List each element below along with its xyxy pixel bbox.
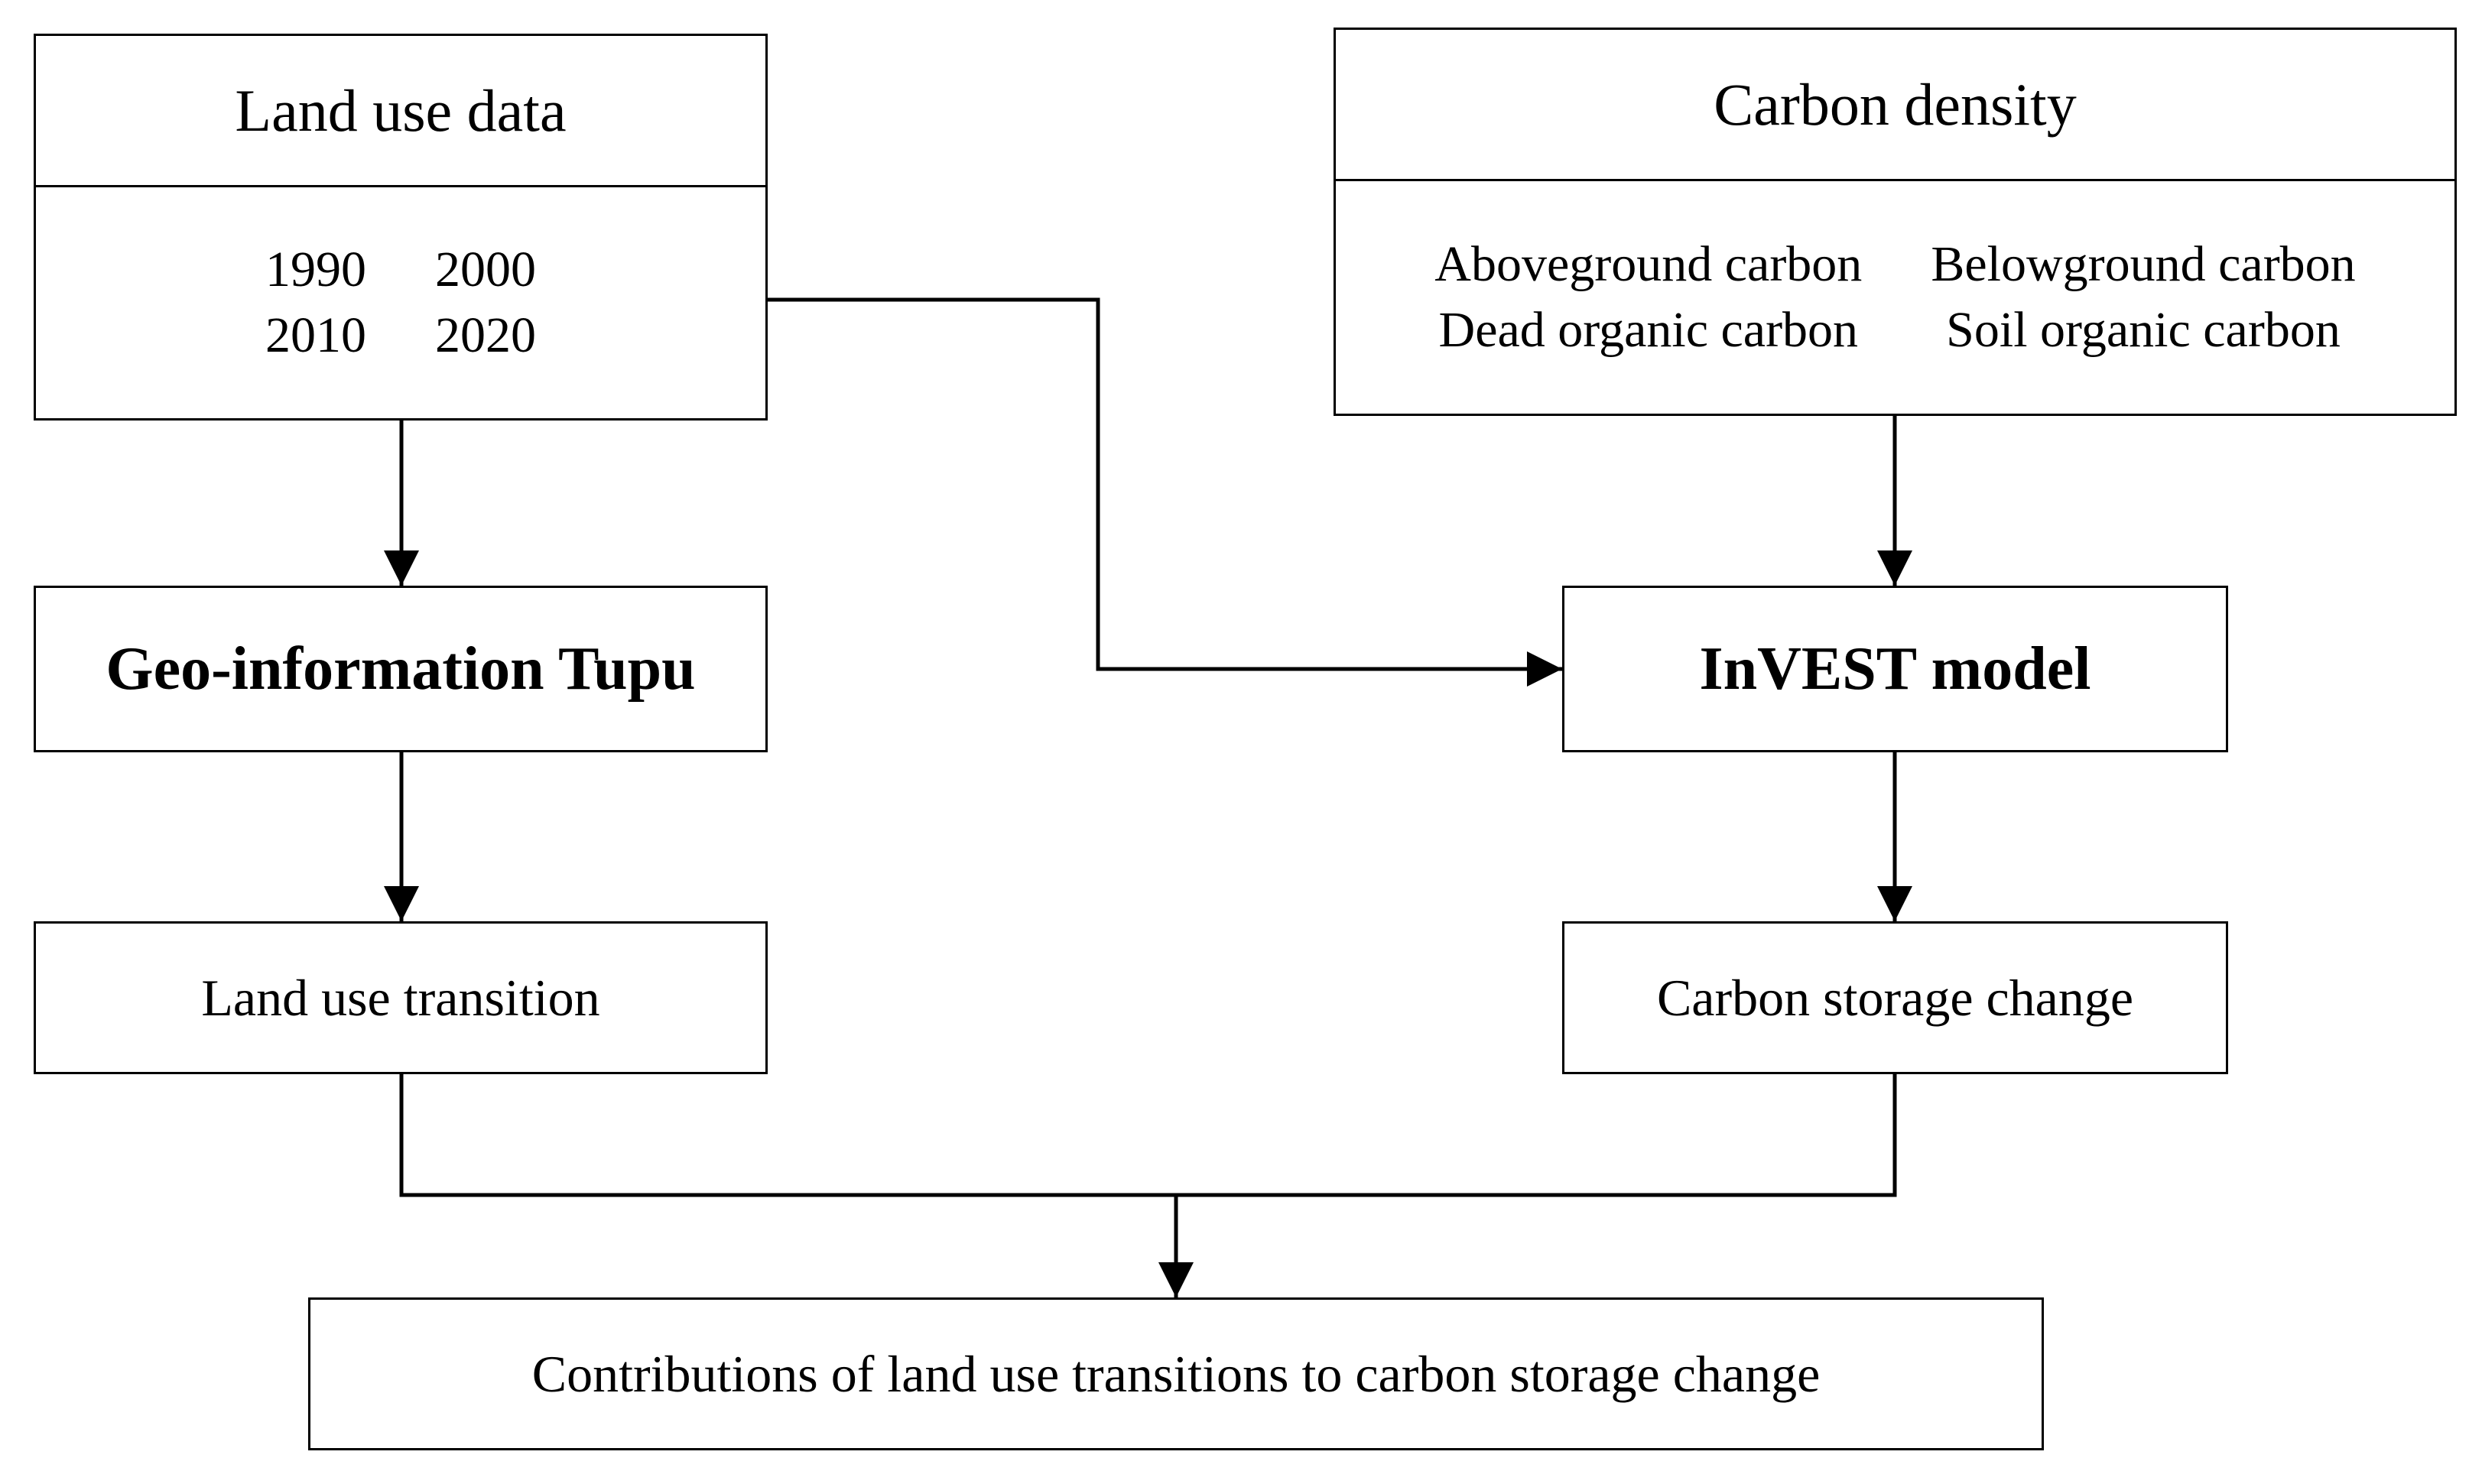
year-label: 1990 (265, 242, 366, 297)
year-label: 2020 (435, 307, 536, 363)
carbon-pool-label: Dead organic carbon (1438, 302, 1859, 358)
arrow-landuse-to-invest (768, 297, 1562, 687)
carbon-pool-label: Soil organic carbon (1946, 302, 2341, 358)
geo-information-tupu-box: Geo-information Tupu (34, 586, 768, 752)
carbon-pools: Aboveground carbon Belowground carbon De… (1336, 181, 2454, 414)
carbon-density-title: Carbon density (1336, 30, 2454, 181)
carbon-storage-change-label: Carbon storage change (1656, 968, 2134, 1027)
geo-information-tupu-label: Geo-information Tupu (106, 635, 696, 703)
carbon-density-box: Carbon density Aboveground carbon Belowg… (1334, 28, 2457, 416)
invest-model-label: InVEST model (1699, 635, 2091, 703)
year-label: 2010 (265, 307, 366, 363)
land-use-transition-label: Land use transition (201, 968, 600, 1027)
land-use-years: 1990 2000 2010 2020 (36, 187, 765, 418)
land-use-data-box: Land use data 1990 2000 2010 2020 (34, 34, 768, 421)
contributions-box: Contributions of land use transitions to… (308, 1297, 2044, 1450)
land-use-data-title: Land use data (36, 36, 765, 187)
carbon-storage-change-box: Carbon storage change (1562, 921, 2228, 1074)
carbon-pool-label: Belowground carbon (1931, 236, 2356, 292)
connector-transition-branch (399, 1074, 1897, 1197)
year-label: 2000 (435, 242, 536, 297)
carbon-pool-label: Aboveground carbon (1434, 236, 1863, 292)
land-use-transition-box: Land use transition (34, 921, 768, 1074)
contributions-label: Contributions of land use transitions to… (531, 1344, 1821, 1403)
invest-model-box: InVEST model (1562, 586, 2228, 752)
